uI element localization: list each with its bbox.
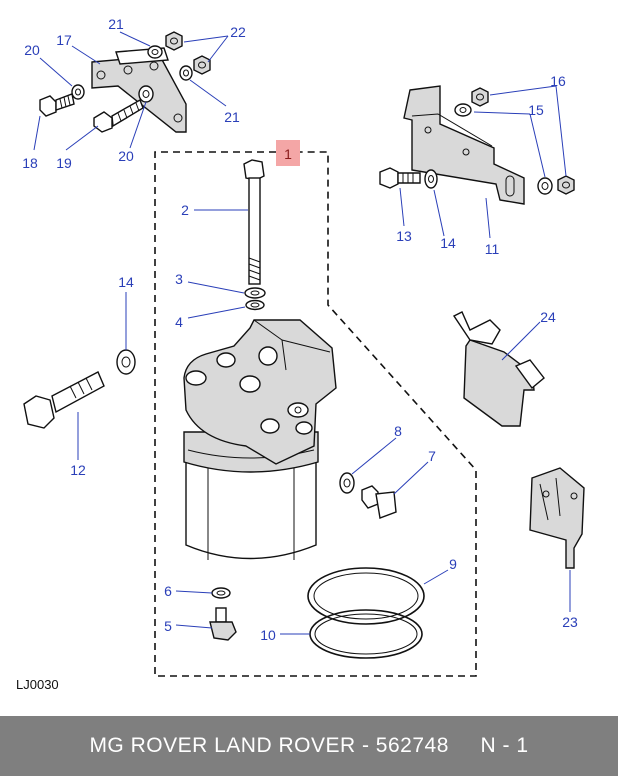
callout-11: 11 [485,241,500,257]
bolt-13[interactable] [379,167,421,189]
bolt-18[interactable] [39,93,75,117]
callout-6: 6 [164,583,172,599]
sealing-ring-10[interactable] [309,609,423,659]
callout-12: 12 [70,462,86,478]
callout-9: 9 [449,556,457,572]
exploded-parts-diagram: 1 2 3 4 5 6 7 8 9 10 11 12 13 14 14 15 1… [16,16,585,692]
bleed-screw-7[interactable] [361,485,397,519]
drain-plug-5[interactable] [209,607,237,641]
nut-22-lower[interactable] [193,55,211,75]
callout-14-left: 14 [118,274,134,290]
callout-4: 4 [175,314,183,330]
callout-8: 8 [394,423,402,439]
mounting-bracket-11[interactable] [403,85,525,205]
footer-bar: MG ROVER LAND ROVER - 562748 N - 1 [0,716,618,776]
callout-3: 3 [175,271,183,287]
washer-15-top[interactable] [454,103,472,117]
callout-20-bottom: 20 [118,148,134,164]
callout-23: 23 [562,614,578,630]
heat-shield-24[interactable] [452,311,545,427]
assembly-boundary [154,151,477,677]
washer-14-left[interactable] [116,349,136,375]
callout-19: 19 [56,155,72,171]
washer-6[interactable] [211,587,231,599]
callout-10: 10 [260,627,276,643]
nut-16-top[interactable] [471,87,489,107]
washer-20-top[interactable] [71,84,85,100]
diagram-ref-code: LJ0030 [16,677,59,692]
callout-2: 2 [181,202,189,218]
long-bolt-2[interactable] [243,159,265,285]
callout-21-right: 21 [224,109,240,125]
nut-22-top[interactable] [165,31,183,51]
filter-head[interactable] [183,319,337,465]
support-bracket-23[interactable] [529,467,585,569]
callout-14-right: 14 [440,235,456,251]
nut-21-top[interactable] [147,45,163,59]
callout-13: 13 [396,228,412,244]
callout-5: 5 [164,618,172,634]
callout-20-top: 20 [24,42,40,58]
main-assembly-highlight[interactable] [276,140,300,166]
bolt-12[interactable] [23,371,105,429]
washer-3[interactable] [244,287,266,299]
callout-21-top: 21 [108,16,124,32]
washer-21-right[interactable] [179,65,193,81]
seal-4[interactable] [245,299,265,311]
callout-7: 7 [428,448,436,464]
callout-16: 16 [550,73,566,89]
bolt-19[interactable] [93,98,144,133]
callout-17: 17 [56,32,72,48]
washer-14-right[interactable] [424,169,438,189]
sealing-ring-9[interactable] [307,567,425,625]
washer-15-right[interactable] [537,177,553,195]
washer-20-bottom[interactable] [138,85,154,103]
nut-16-right[interactable] [557,175,575,195]
footer-title: MG ROVER LAND ROVER - 562748 N - 1 [89,734,529,757]
leader-lines [33,31,571,635]
callout-labels: 1 2 3 4 5 6 7 8 9 10 11 12 13 14 14 15 1… [22,16,578,643]
callout-22: 22 [230,24,246,40]
callout-24: 24 [540,309,556,325]
callout-1: 1 [284,146,292,162]
washer-8[interactable] [339,472,355,494]
callout-18: 18 [22,155,38,171]
callout-15: 15 [528,102,544,118]
